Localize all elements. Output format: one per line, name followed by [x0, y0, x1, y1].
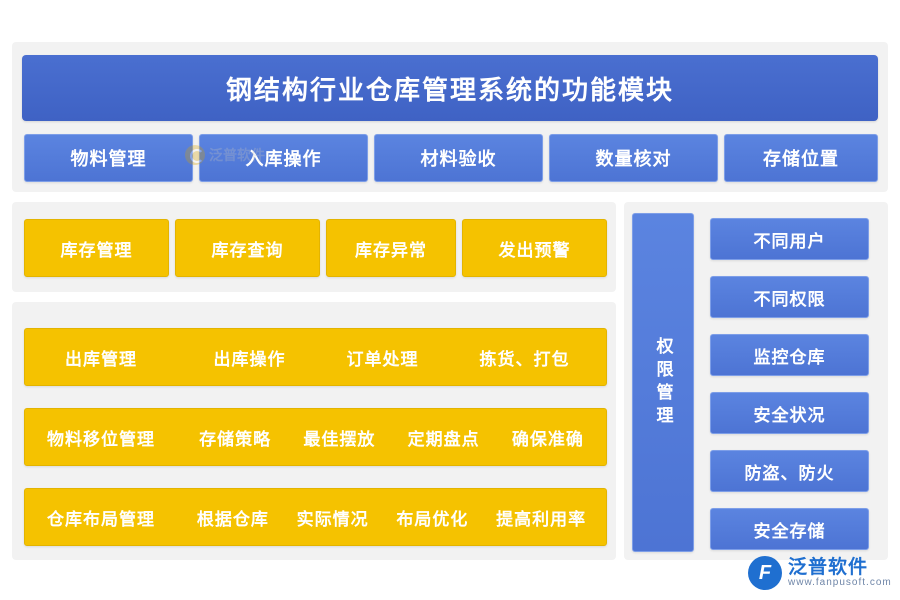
operations-item: 定期盘点	[407, 429, 480, 449]
brand-logo-name: 泛普软件	[788, 556, 869, 578]
permission-chip-different-permissions[interactable]: 不同权限	[710, 276, 869, 318]
operations-item: 布局优化	[396, 509, 469, 529]
operations-row-layout-lead: 仓库布局管理	[47, 509, 155, 529]
operations-row-layout-inner: 仓库布局管理 根据仓库 实际情况 布局优化 提高利用率	[25, 489, 606, 545]
operations-item: 根据仓库	[196, 509, 269, 529]
operations-row-outbound[interactable]: 出库管理 出库操作 订单处理 拣货、打包	[24, 328, 607, 386]
operations-row-outbound-inner: 出库管理 出库操作 订单处理 拣货、打包	[25, 329, 606, 385]
operations-row-layout-items: 根据仓库 实际情况 布局优化 提高利用率	[177, 505, 606, 530]
top-chip-material-acceptance[interactable]: 材料验收	[374, 134, 543, 182]
operations-row-outbound-items: 出库操作 订单处理 拣货、打包	[177, 345, 606, 370]
operations-item: 最佳摆放	[303, 429, 376, 449]
operations-item: 提高利用率	[496, 509, 587, 529]
operations-item: 出库操作	[213, 349, 286, 369]
permission-vertical-label: 权限管理	[632, 213, 694, 552]
operations-item: 存储策略	[199, 429, 272, 449]
brand-logo-text: 泛普软件 www.fanpusoft.com	[788, 556, 892, 588]
operations-row-relocation-inner: 物料移位管理 存储策略 最佳摆放 定期盘点 确保准确	[25, 409, 606, 465]
permission-vertical-label-text: 权限管理	[653, 336, 673, 429]
inventory-chip-query[interactable]: 库存查询	[175, 219, 320, 277]
permission-chip-safety-status[interactable]: 安全状况	[710, 392, 869, 434]
top-chip-quantity-check[interactable]: 数量核对	[549, 134, 718, 182]
permission-chip-different-users[interactable]: 不同用户	[710, 218, 869, 260]
operations-row-relocation[interactable]: 物料移位管理 存储策略 最佳摆放 定期盘点 确保准确	[24, 408, 607, 466]
operations-row-relocation-items: 存储策略 最佳摆放 定期盘点 确保准确	[177, 425, 606, 450]
page-title: 钢结构行业仓库管理系统的功能模块	[22, 55, 878, 121]
operations-item: 拣货、打包	[479, 349, 570, 369]
permission-chip-safe-storage[interactable]: 安全存储	[710, 508, 869, 550]
top-chip-inbound-operation[interactable]: 入库操作	[199, 134, 368, 182]
operations-row-outbound-lead: 出库管理	[65, 349, 137, 369]
operations-item: 实际情况	[296, 509, 369, 529]
inventory-chip-exception[interactable]: 库存异常	[326, 219, 456, 277]
operations-item: 确保准确	[511, 429, 584, 449]
brand-logo-icon	[748, 556, 782, 590]
operations-row-relocation-lead: 物料移位管理	[47, 429, 155, 449]
permission-chip-monitor-warehouse[interactable]: 监控仓库	[710, 334, 869, 376]
brand-logo: 泛普软件 www.fanpusoft.com	[748, 556, 892, 590]
top-chip-storage-location[interactable]: 存储位置	[724, 134, 878, 182]
inventory-chip-management[interactable]: 库存管理	[24, 219, 169, 277]
page-title-text: 钢结构行业仓库管理系统的功能模块	[225, 74, 674, 105]
top-chip-material-management[interactable]: 物料管理	[24, 134, 193, 182]
permission-chip-theft-fire[interactable]: 防盗、防火	[710, 450, 869, 492]
inventory-chip-warning[interactable]: 发出预警	[462, 219, 607, 277]
operations-row-layout[interactable]: 仓库布局管理 根据仓库 实际情况 布局优化 提高利用率	[24, 488, 607, 546]
brand-logo-url: www.fanpusoft.com	[788, 576, 892, 588]
operations-item: 订单处理	[346, 349, 419, 369]
